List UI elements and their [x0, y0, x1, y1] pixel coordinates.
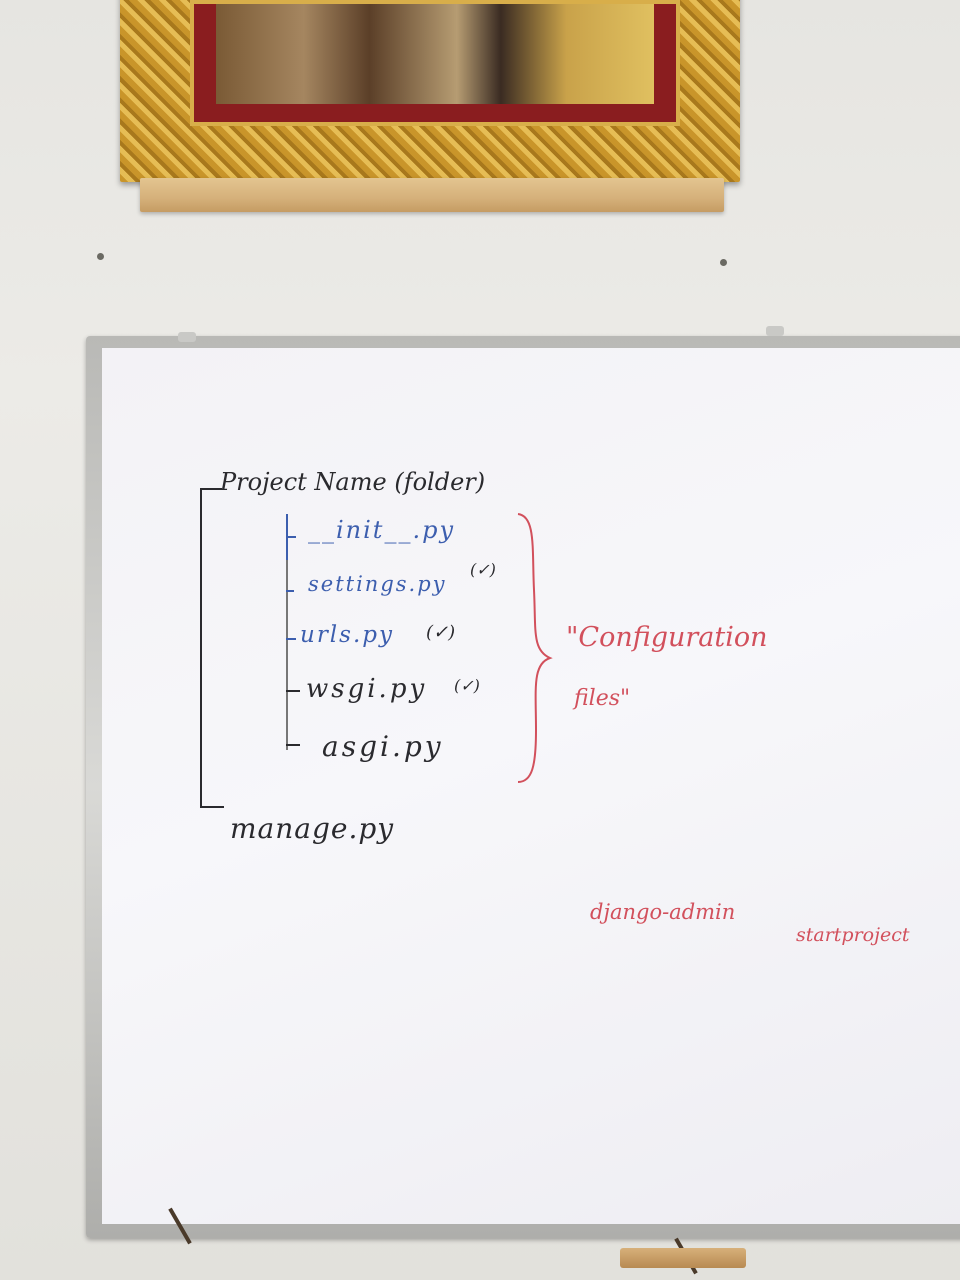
file-wsgi: wsgi.py — [306, 674, 428, 704]
settings-checkmark: (✓) — [470, 560, 496, 579]
board-clip — [766, 326, 784, 336]
tree-branch-init — [286, 536, 296, 538]
tree-branch-asgi — [286, 744, 300, 746]
wsgi-checkmark: (✓) — [454, 676, 480, 695]
urls-checkmark: (✓) — [426, 622, 456, 643]
board-clip — [178, 332, 196, 342]
wall-screw — [97, 253, 104, 260]
tree-subtrunk — [286, 560, 288, 750]
tree-branch-settings — [286, 590, 294, 592]
annotation-line-2: files" — [574, 686, 631, 711]
tree-branch-manage — [200, 806, 224, 808]
file-asgi: asgi.py — [322, 730, 444, 763]
tree-branch-wsgi — [286, 690, 300, 692]
file-urls: urls.py — [300, 622, 394, 648]
annotation-line-1: "Configuration — [566, 622, 768, 653]
tree-branch-root — [200, 488, 222, 490]
wall-screw — [720, 259, 727, 266]
wooden-shelf — [140, 178, 724, 212]
wooden-block — [620, 1248, 746, 1268]
file-init: __init__.py — [308, 516, 456, 544]
picture-frame — [120, 0, 740, 182]
command-subcommand: startproject — [796, 924, 910, 946]
curly-brace — [517, 513, 553, 783]
root-folder-label: Project Name (folder) — [220, 468, 486, 496]
file-manage: manage.py — [230, 812, 395, 845]
whiteboard-surface — [102, 348, 960, 1224]
framed-photo — [216, 4, 654, 104]
tree-trunk — [200, 488, 202, 806]
frame-matting — [190, 0, 680, 126]
tree-branch-urls — [286, 638, 296, 640]
whiteboard — [86, 326, 960, 1238]
file-settings: settings.py — [308, 572, 447, 596]
command-tool: django-admin — [590, 900, 736, 924]
